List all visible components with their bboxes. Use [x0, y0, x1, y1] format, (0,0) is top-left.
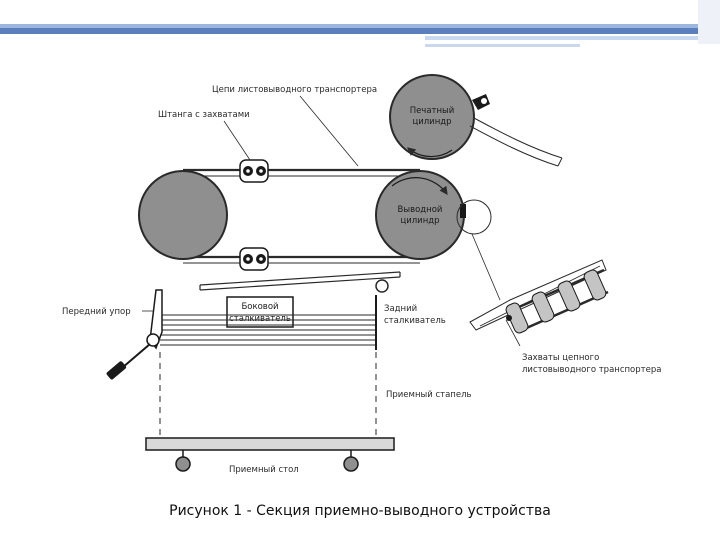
chain-label: Цепи листовыводного транспортера: [212, 85, 377, 95]
delivery-table: [145, 437, 395, 472]
header-band-accent-short: [425, 44, 580, 47]
side-jogger-label-1: Боковой: [241, 302, 278, 312]
output-cylinder: [375, 170, 466, 260]
print-cylinder-label-1: Печатный: [410, 106, 455, 116]
rear-jogger-label-2: сталкиватель: [384, 316, 446, 326]
gripper-bar-leader: [223, 120, 251, 161]
header-band-accent: [425, 36, 720, 40]
detail-callout-leader: [471, 233, 501, 301]
sheet-path: [469, 117, 563, 167]
pile-guide-dashes: [159, 352, 377, 435]
delivery-table-label: Приемный стол: [229, 465, 299, 475]
front-stop-label: Передний упор: [62, 307, 131, 317]
output-cylinder-label-1: Выводной: [398, 205, 443, 215]
rear-jogger-label-1: Задний: [384, 304, 417, 314]
figure-caption: Рисунок 1 - Секция приемно-выводного уст…: [169, 503, 551, 519]
left-chain-drum: [138, 170, 228, 260]
chain-gripper-detail: [469, 259, 609, 347]
chain-leader: [299, 95, 359, 167]
front-stop: [106, 289, 163, 380]
print-cylinder: [389, 74, 490, 160]
side-jogger: [226, 296, 294, 328]
header-band-light: [0, 24, 720, 28]
print-cylinder-label-2: цилиндр: [412, 117, 451, 127]
delivery-chain: [183, 168, 420, 264]
gripper-bar-bottom: [239, 247, 269, 271]
header-band-dark: [0, 28, 720, 34]
slide-header-band: [0, 0, 720, 60]
delivery-section-diagram: Выводной цилиндр Печатный цилиндр Цепи л…: [62, 74, 661, 475]
chain-grippers-label-2: листовыводного транспортера: [522, 365, 661, 375]
sheet-guide: [199, 271, 401, 291]
header-corner-block: [698, 0, 720, 44]
chain-grippers-label-1: Захваты цепного: [522, 353, 599, 363]
gripper-bar-label: Штанга с захватами: [158, 110, 250, 120]
guide-roller: [375, 279, 389, 293]
side-jogger-label-2: сталкиватель: [229, 314, 291, 324]
output-cylinder-label-2: цилиндр: [400, 216, 439, 226]
gripper-bar-top: [239, 159, 269, 183]
delivery-pile-label: Приемный стапель: [386, 390, 472, 400]
detail-callout-circle: [456, 199, 492, 235]
delivery-pile-stack: [160, 314, 376, 346]
